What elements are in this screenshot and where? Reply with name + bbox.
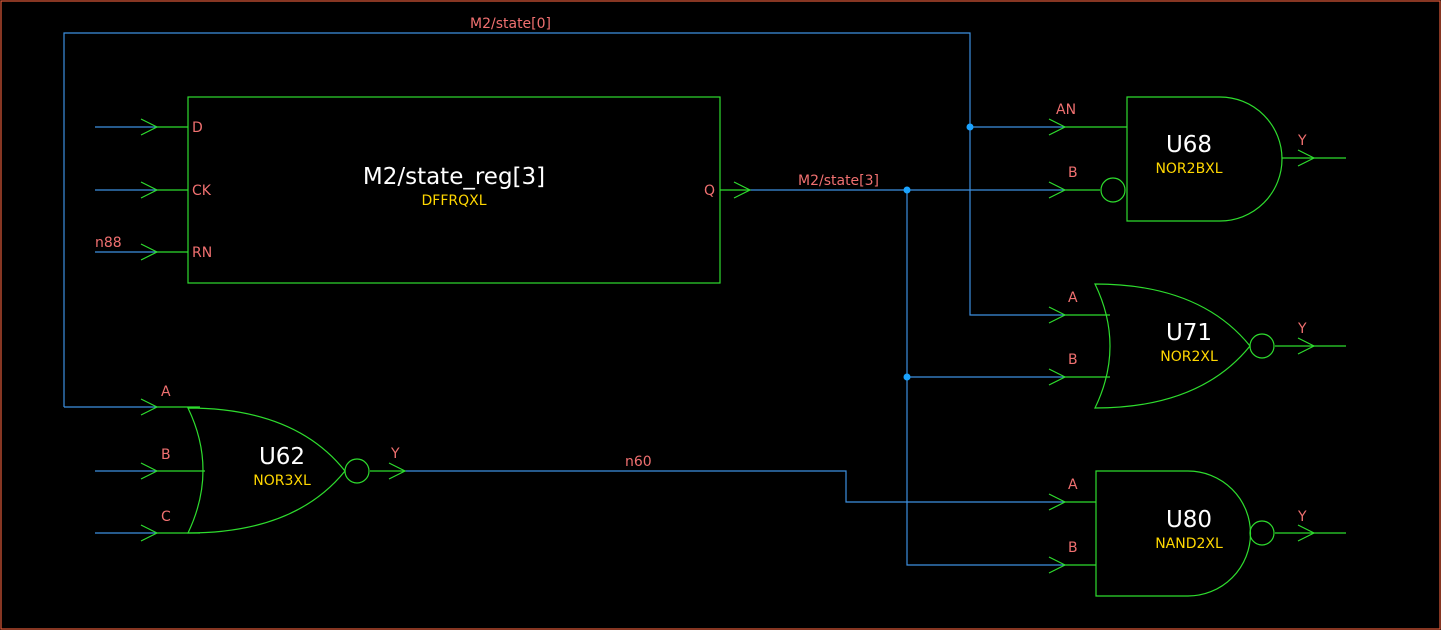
ff-cell-label: DFFRQXL [421, 193, 486, 209]
u71-pin-b: B [1068, 352, 1078, 368]
u80-bubble-y [1249, 520, 1275, 546]
u71-pin-y: Y [1297, 321, 1307, 337]
u62-pin-c: C [161, 509, 171, 525]
u71-cell-label: NOR2XL [1160, 349, 1218, 365]
u68-pin-an: AN [1056, 102, 1076, 118]
u62-bubble-y [344, 458, 370, 484]
u68-bubble-b [1100, 177, 1126, 203]
arrow-u80-y [1297, 524, 1316, 542]
arrow-ff-d [140, 118, 159, 136]
arrow-u80-b [1048, 556, 1067, 574]
ff-pin-stubs [157, 126, 750, 253]
u68-pin-b: B [1068, 165, 1078, 181]
u68-instance-label: U68 [1166, 132, 1212, 158]
arrow-u62-c [140, 524, 159, 542]
arrow-ff-q [733, 181, 752, 199]
arrow-u68-y [1297, 149, 1316, 167]
u80-pin-y: Y [1297, 509, 1307, 525]
ff-pin-rn: RN [192, 245, 212, 261]
net-label-state3: M2/state[3] [798, 173, 879, 189]
arrow-u71-b [1048, 368, 1067, 386]
arrow-ff-ck [140, 181, 159, 199]
u80-pin-stubs [1065, 501, 1346, 566]
net-label-n88: n88 [95, 235, 122, 251]
wire-n60[interactable] [405, 470, 1065, 503]
gate-u68[interactable]: AN B Y U68 NOR2BXL [1048, 96, 1346, 222]
u80-instance-label: U80 [1166, 507, 1212, 533]
u62-cell-label: NOR3XL [253, 473, 311, 489]
ff-pin-ck: CK [192, 183, 212, 199]
ff-instance-label: M2/state_reg[3] [363, 164, 545, 190]
junction-state3-b [903, 373, 911, 381]
arrow-u68-b [1048, 181, 1067, 199]
arrow-u80-a [1048, 493, 1067, 511]
u71-instance-label: U71 [1166, 320, 1212, 346]
u71-body [1094, 283, 1251, 409]
net-label-n60: n60 [625, 454, 652, 470]
u71-bubble-y [1249, 333, 1275, 359]
u62-instance-label: U62 [259, 444, 305, 470]
ff-state-reg[interactable]: D CK RN Q M2/state_reg[3] DFFRQXL [140, 96, 752, 284]
arrow-u71-y [1297, 337, 1316, 355]
u62-body [187, 407, 346, 534]
gate-u80[interactable]: A B Y U80 NAND2XL [1048, 470, 1346, 597]
arrow-u62-a [140, 398, 159, 416]
junction-state3-a [903, 186, 911, 194]
u71-pin-a: A [1068, 290, 1078, 306]
u71-pin-stubs [1065, 314, 1346, 378]
net-label-state0: M2/state[0] [470, 16, 551, 32]
arrow-u62-b [140, 462, 159, 480]
gate-u62[interactable]: A B C Y U62 NOR3XL [140, 384, 407, 542]
u62-pin-a: A [161, 384, 171, 400]
u80-pin-b: B [1068, 540, 1078, 556]
arrow-u62-y [388, 462, 407, 480]
u62-pin-stubs [157, 406, 405, 534]
u80-pin-a: A [1068, 477, 1078, 493]
arrow-u68-an [1048, 118, 1067, 136]
arrow-ff-rn [140, 243, 159, 261]
ff-pin-d: D [192, 120, 203, 136]
u68-pin-y: Y [1297, 133, 1307, 149]
u62-pin-y: Y [390, 446, 400, 462]
u68-body [1126, 96, 1283, 222]
u62-pin-b: B [161, 447, 171, 463]
junction-state0 [966, 123, 974, 131]
u80-cell-label: NAND2XL [1155, 536, 1223, 552]
gate-u71[interactable]: A B Y U71 NOR2XL [1048, 283, 1346, 409]
arrow-u71-a [1048, 306, 1067, 324]
wire-state0[interactable] [63, 32, 1065, 408]
u68-cell-label: NOR2BXL [1155, 161, 1222, 177]
ff-pin-q: Q [704, 183, 715, 199]
